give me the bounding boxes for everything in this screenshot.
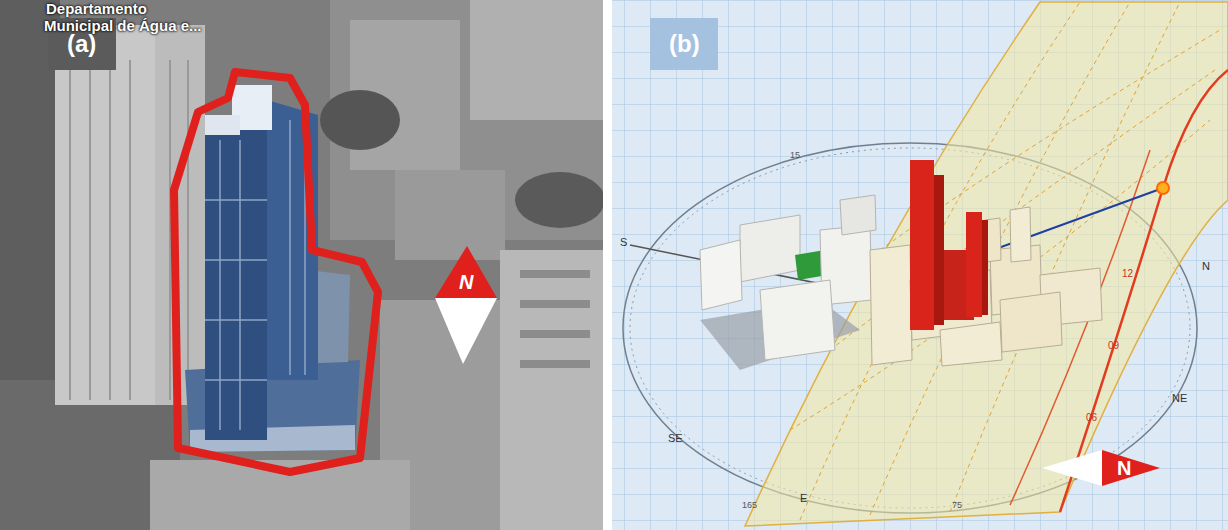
degree-label: 75 [952,500,962,510]
hour-label: 09 [1108,340,1119,351]
north-arrow: N [435,246,497,364]
node-text: N [1117,457,1131,480]
arrow-shape [1042,448,1160,488]
compass-label: SE [668,432,683,444]
degree-label: 15 [790,150,800,160]
compass-label: S [620,236,627,248]
hour-label: 06 [1086,412,1097,423]
node-text: N [459,271,473,294]
north-arrow: N [1042,448,1160,488]
node-text: (a) [67,30,96,58]
hour-label: 12 [1122,268,1133,279]
compass-label: E [800,492,807,504]
compass-label: NE [1172,392,1187,404]
arrow-shape [435,246,497,364]
degree-label: 165 [742,500,757,510]
aerial-view [0,0,605,530]
sun-path-model [612,0,1228,530]
compass-label: N [1202,260,1210,272]
map-overlay-text: Departamento [46,0,147,17]
map-overlay-text: Municipal de Água e... [44,17,202,34]
panel-label: (b) [650,18,718,70]
node-text: (b) [669,30,700,58]
